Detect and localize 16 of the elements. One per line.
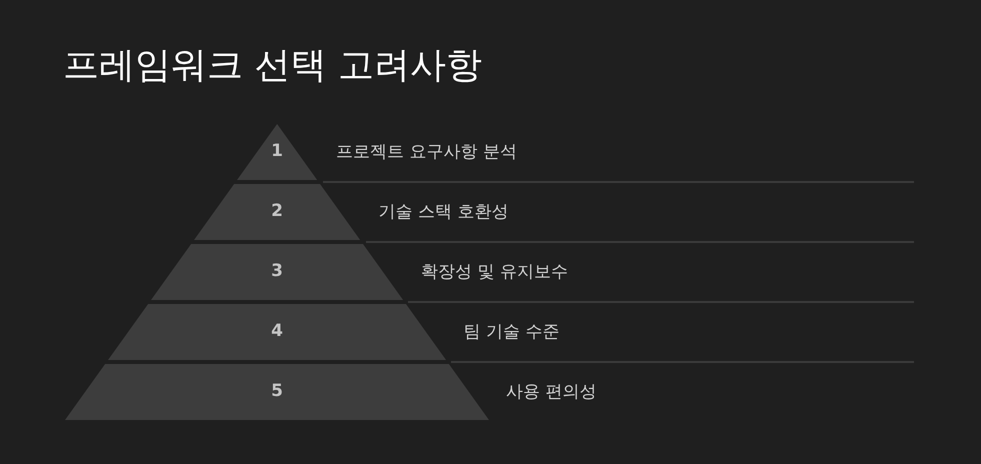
pyramid-tier	[108, 304, 446, 360]
tier-number: 5	[271, 380, 283, 404]
tier-number: 1	[271, 140, 283, 164]
title: 프레임워크 선택 고려사항	[63, 44, 482, 88]
pyramid-tier	[65, 364, 489, 420]
tier-label: 사용 편의성	[506, 381, 596, 404]
tier-number: 2	[271, 200, 283, 224]
pyramid-tier	[236, 124, 318, 180]
tier-label: 확장성 및 유지보수	[421, 261, 568, 284]
tier-number: 3	[271, 260, 283, 284]
tier-number: 4	[271, 320, 283, 344]
tier-label: 프로젝트 요구사항 분석	[336, 141, 517, 164]
pyramid-tier	[194, 184, 360, 240]
pyramid-tier	[150, 244, 404, 300]
tier-label: 팀 기술 수준	[464, 321, 560, 344]
tier-label: 기술 스택 호환성	[378, 201, 508, 224]
